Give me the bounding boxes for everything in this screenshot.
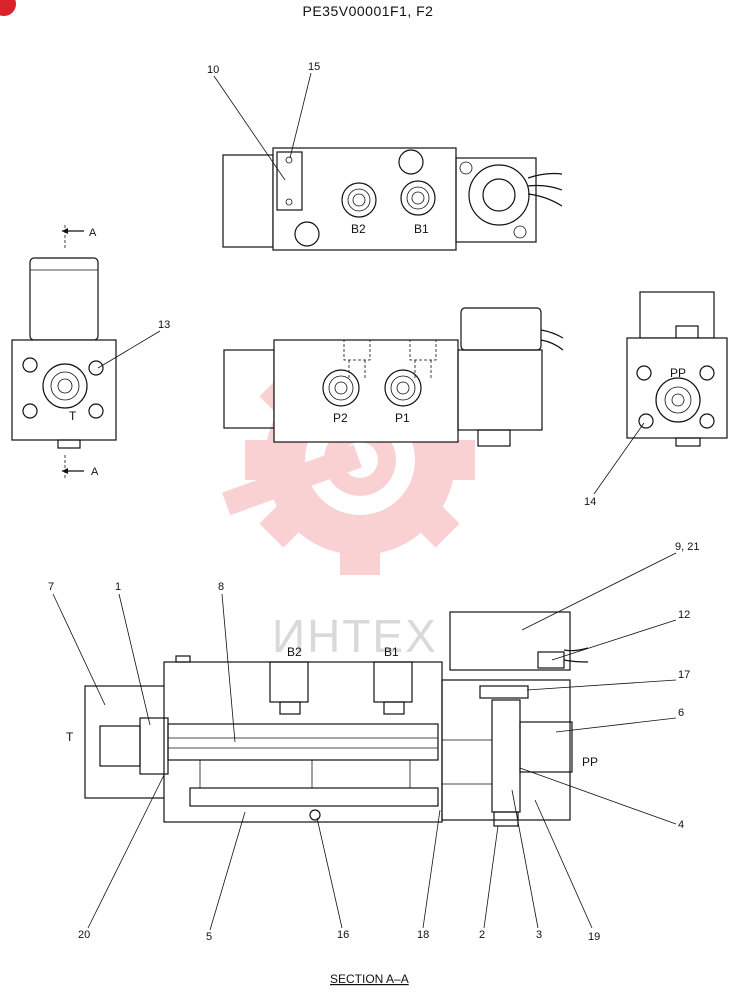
right-view [626, 291, 728, 447]
leader-13 [97, 330, 161, 369]
leader-9-21 [521, 552, 677, 631]
callout-12: 12 [678, 609, 690, 621]
callout-16: 16 [337, 929, 349, 941]
leader-14 [593, 422, 645, 495]
callout-9-21: 9, 21 [675, 541, 699, 553]
port-label-b1-top: B1 [414, 222, 429, 236]
callout-13: 13 [158, 319, 170, 331]
callout-8: 8 [218, 581, 224, 593]
section-mark-top: A [89, 227, 97, 239]
callout-18: 18 [417, 929, 429, 941]
leader-10 [213, 75, 286, 181]
port-label-p1-front: P1 [395, 411, 410, 425]
leader-3 [511, 789, 539, 929]
leader-20 [87, 774, 165, 929]
callout-15: 15 [308, 61, 320, 73]
leader-8 [221, 593, 236, 743]
leader-19 [534, 799, 593, 929]
leader-7 [52, 593, 106, 706]
front-view [223, 307, 564, 447]
port-label-pp-section: PP [582, 755, 598, 769]
leader-5 [209, 811, 246, 931]
port-label-t-section: T [66, 730, 74, 744]
port-label-p2-front: P2 [333, 411, 348, 425]
callout-2: 2 [479, 929, 485, 941]
section-title: SECTION A–A [330, 972, 409, 986]
callout-1: 1 [115, 581, 121, 593]
top-view [222, 147, 563, 251]
port-label-pp-right: PP [670, 366, 686, 380]
section-mark-bottom: A [91, 466, 99, 478]
leader-2 [483, 825, 499, 929]
leader-4 [519, 767, 677, 825]
callout-5: 5 [206, 931, 212, 943]
port-label-b2-top: B2 [351, 222, 366, 236]
callout-17: 17 [678, 669, 690, 681]
callout-10: 10 [207, 64, 219, 76]
corner-badge [0, 0, 16, 16]
callout-20: 20 [78, 929, 90, 941]
port-label-t-left: T [69, 409, 77, 423]
callout-7: 7 [48, 581, 54, 593]
callout-19: 19 [588, 931, 600, 943]
leader-15 [289, 72, 312, 159]
leader-17 [526, 679, 677, 691]
callout-3: 3 [536, 929, 542, 941]
watermark-text: ИНТЕХ [272, 610, 438, 662]
leader-12 [551, 619, 677, 661]
leader-18 [422, 809, 441, 929]
port-label-b2-section: B2 [287, 645, 302, 659]
leader-16 [316, 817, 343, 929]
callout-4: 4 [678, 819, 684, 831]
leader-6 [555, 717, 677, 733]
left-view [11, 225, 117, 478]
section-view [84, 611, 589, 827]
port-label-b1-section: B1 [384, 645, 399, 659]
leader-1 [118, 593, 151, 726]
callout-6: 6 [678, 707, 684, 719]
callout-14: 14 [584, 496, 596, 508]
drawing-title: PE35V00001F1, F2 [302, 3, 434, 19]
